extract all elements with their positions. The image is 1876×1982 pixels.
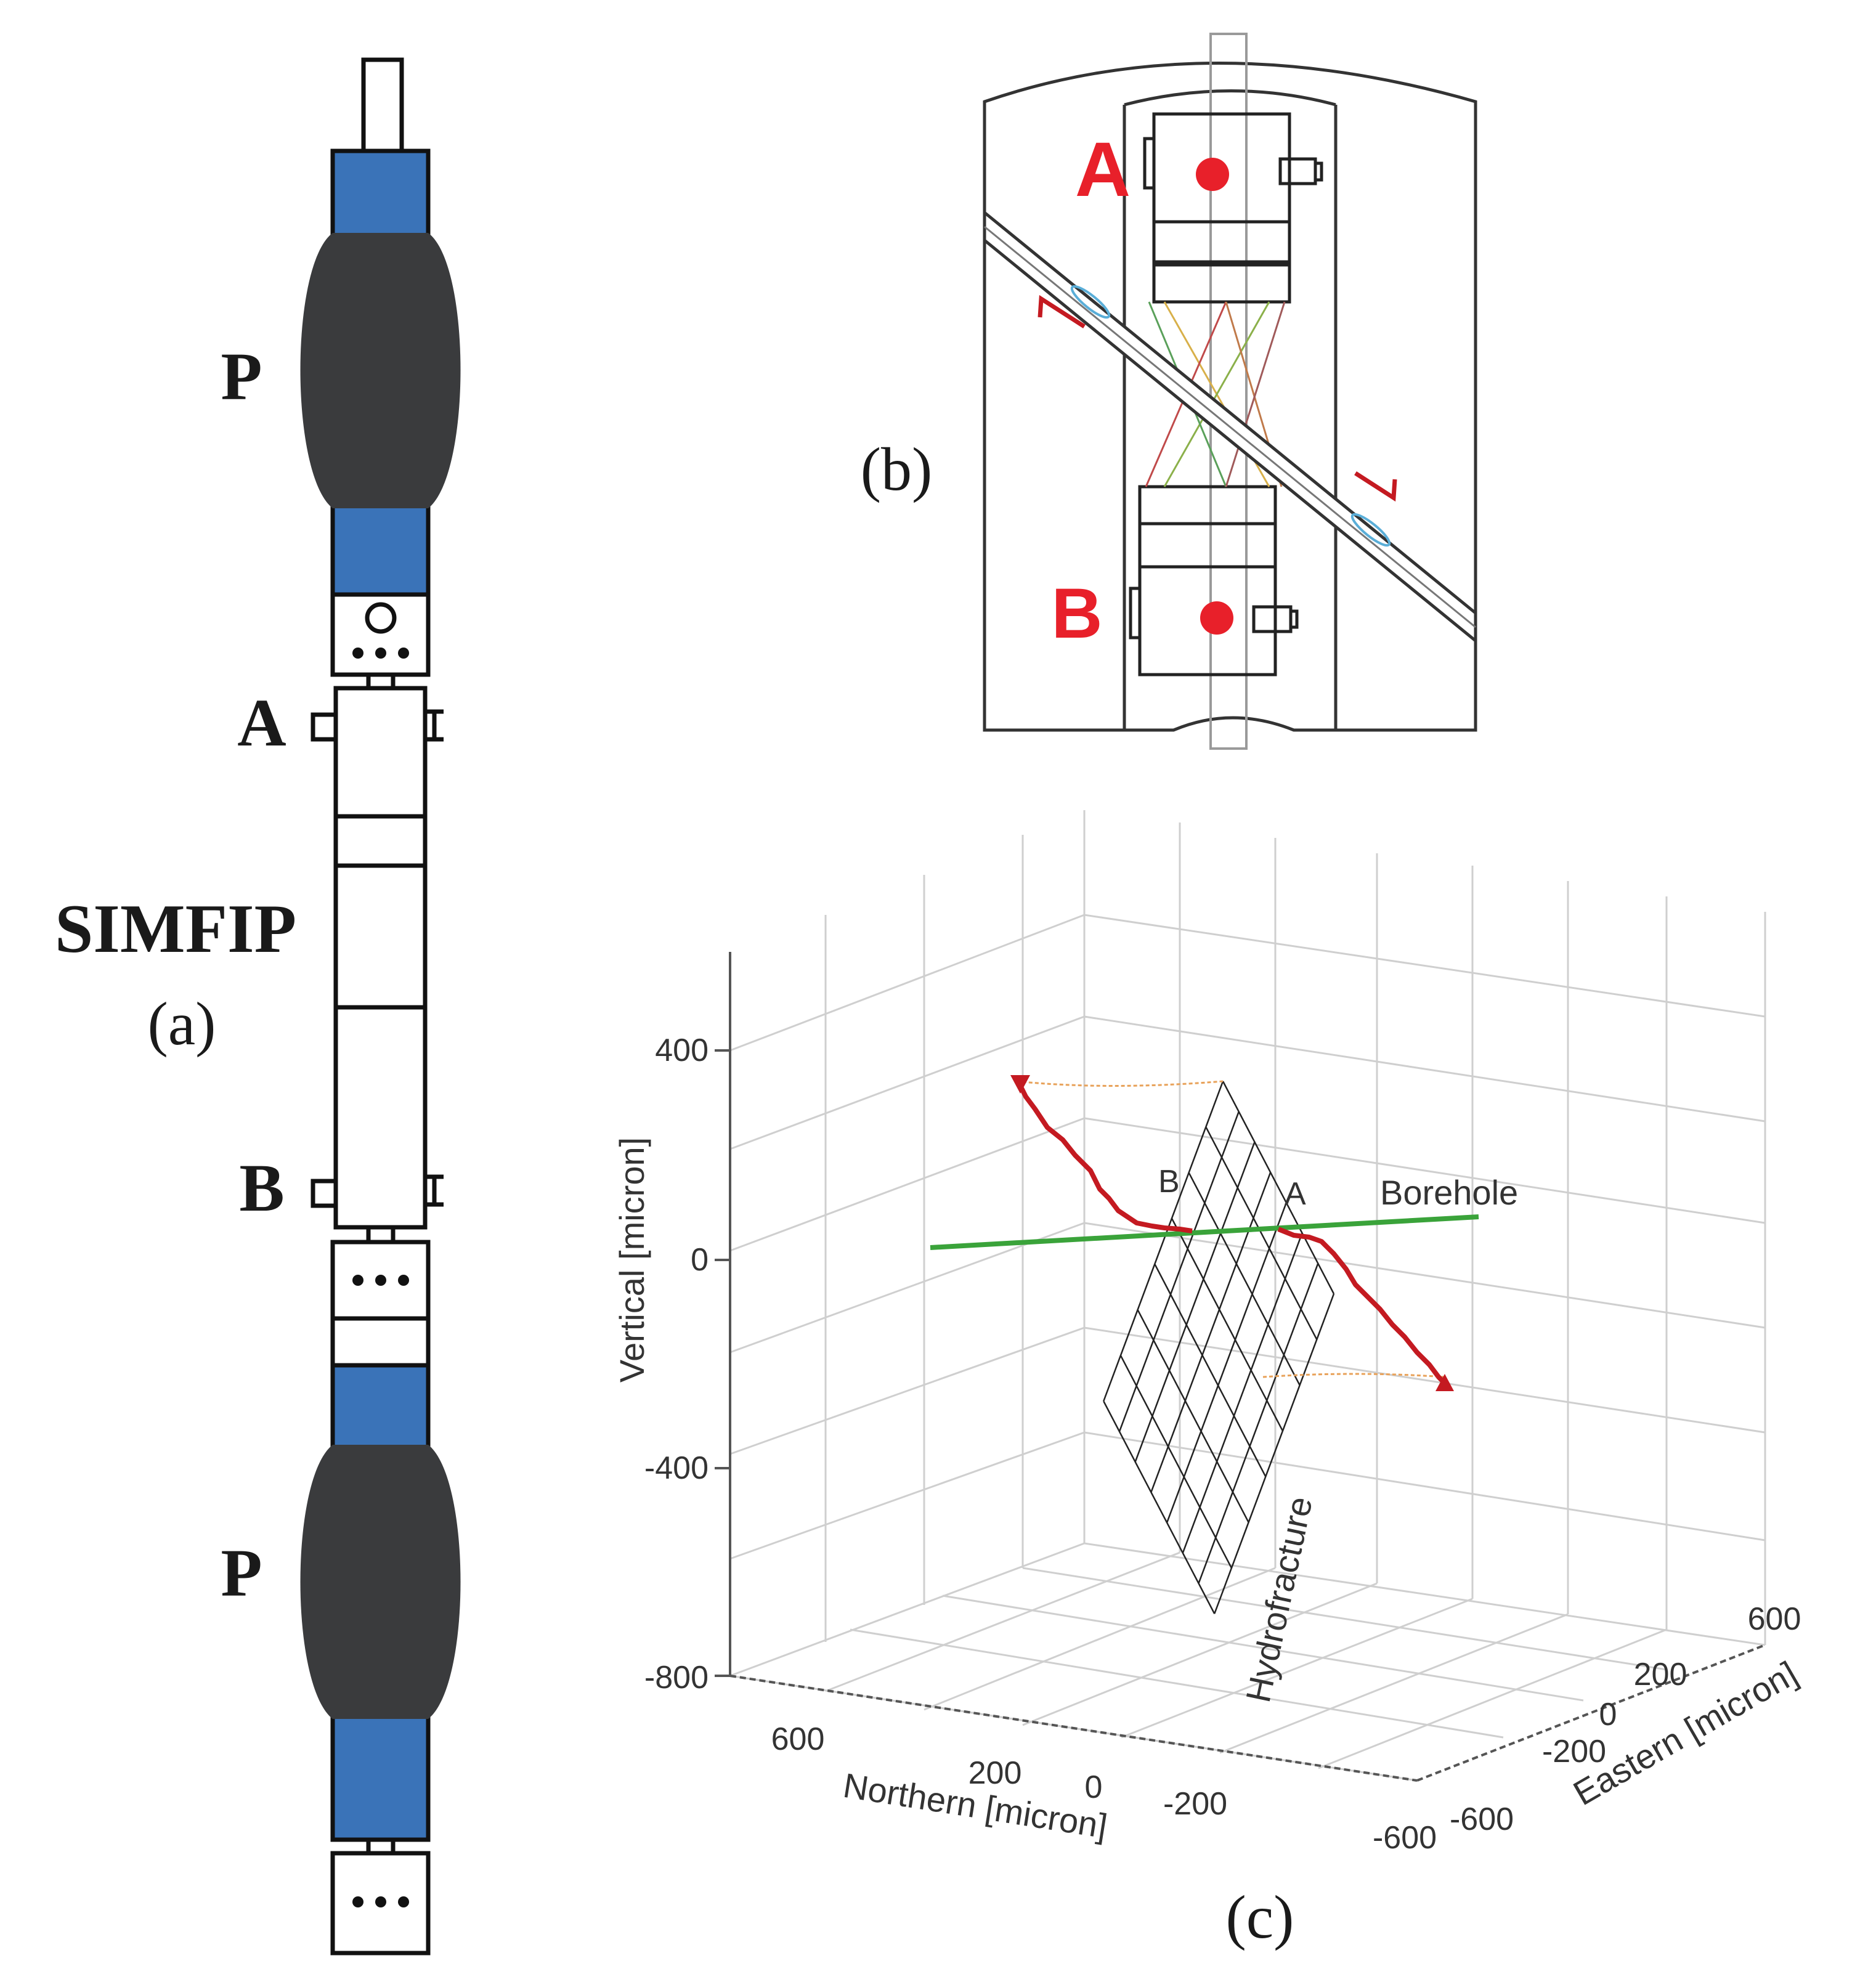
strain-gauge-icon [1278,157,1323,185]
upper-packer-rubber [300,233,461,508]
panel-c-caption: (c) [1226,1883,1294,1951]
mesh-line [1103,1081,1224,1402]
anchor-b-trajectory [1014,1077,1193,1233]
anchor-b-dot [1200,601,1233,635]
borehole-axis-strip [1209,33,1248,750]
northern-tick: 600 [771,1721,825,1757]
northern-axis-line [729,1675,1418,1782]
vertical-tick-labels: 400 0 -400 -800 [644,1033,709,1696]
mesh-line [1166,1202,1288,1523]
eastern-tick-labels: -600 -200 0 200 600 [1450,1601,1801,1837]
tool-name-label: SIMFIP [55,891,296,967]
vertical-tick: -400 [644,1450,709,1486]
panel-b-anchor-a-label: A [1075,127,1131,213]
mesh-line [1198,1263,1319,1584]
mesh-line [1150,1172,1272,1493]
port-dots-icon [352,1275,409,1286]
mesh-line [1119,1355,1233,1569]
fracture-opening-upper [1070,285,1111,319]
northern-tick: -200 [1163,1786,1227,1822]
eastern-tick: 0 [1599,1697,1617,1732]
valve-icon [365,602,397,634]
panel-a-caption: (a) [148,989,216,1058]
anchor-b-clamp-icon [311,1179,338,1208]
panel-c-anchor-b-label: B [1158,1164,1180,1200]
slip-arrow-icon [1037,294,1086,328]
eastern-tick: -600 [1450,1801,1514,1837]
northern-tick: 200 [968,1755,1022,1791]
mesh-line [1188,1172,1301,1386]
mesh-line [1118,1111,1240,1432]
borehole-label: Borehole [1380,1173,1518,1212]
vertical-tick: 0 [691,1242,709,1278]
mesh-line [1103,1400,1216,1614]
mesh-line [1134,1142,1256,1463]
anchor-a-clamp-icon [311,712,338,742]
hydrofracture-label: Hydrofracture [1238,1493,1320,1705]
trajectory-end-marker-icon [1435,1374,1454,1391]
simfip-body [333,686,428,1230]
panel-b-anchor-b-label: B [1051,574,1102,653]
projection-lines [1016,1080,1445,1378]
fracture-opening-lower [1350,513,1391,547]
top-rod [361,57,404,155]
anchor-b-label: B [239,1150,284,1225]
trajectory-start-marker-icon [1010,1075,1030,1094]
lower-packer-label: P [221,1535,262,1610]
eastern-axis-line [1416,1644,1766,1782]
mesh-line [1214,1293,1335,1614]
northern-tick-labels: 600 200 0 -200 -600 [771,1721,1437,1856]
anchor-a-dot [1196,158,1229,191]
mesh-line [1222,1081,1335,1294]
mesh-line [1171,1217,1284,1432]
panel-a [300,57,461,1956]
mesh-line [1205,1126,1318,1340]
hydrofracture-mesh [1103,1081,1335,1614]
lower-packer-rubber [300,1445,461,1719]
mesh-line [1182,1232,1303,1554]
panel-a-labels: P A SIMFIP B P [55,339,296,1610]
port-dots-icon [352,648,409,659]
eastern-tick: 200 [1634,1657,1687,1692]
vertical-tick: -800 [644,1660,709,1696]
panel-b-caption: (b) [861,435,933,503]
mesh-line [1154,1264,1267,1477]
panel-c-grid [729,810,1766,1782]
vertical-tick: 400 [655,1033,709,1068]
rock-outline [983,62,1477,732]
lower-connector [330,1240,431,1368]
eastern-tick: -200 [1542,1734,1606,1769]
panel-c-anchor-a-label: A [1285,1176,1306,1212]
borehole-line [930,1214,1479,1250]
northern-tick: -600 [1373,1820,1437,1856]
anchor-a-label: A [237,685,286,760]
vertical-tick-marks [715,1049,730,1677]
vertical-axis-title: Vertical [micron] [612,1137,651,1383]
slip-arrow-icon [1354,471,1397,502]
northern-tick: 0 [1085,1769,1103,1805]
mesh-line [1137,1309,1249,1523]
eastern-tick: 600 [1748,1601,1801,1637]
anchor-a-trajectory [1277,1227,1447,1385]
upper-packer-label: P [221,339,262,414]
panel-b [983,33,1477,750]
strain-gauge-icon [1252,605,1299,633]
port-dots-icon [352,1896,409,1907]
